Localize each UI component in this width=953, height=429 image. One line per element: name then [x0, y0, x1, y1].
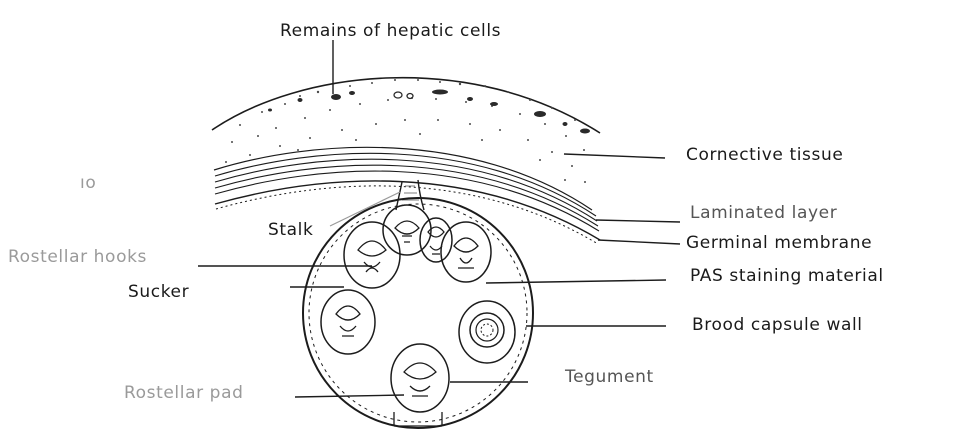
protoscolex-7 — [391, 344, 449, 412]
label-hepatic-cells: Remains of hepatic cells — [280, 21, 501, 41]
label-rostellar-hooks: Rostellar hooks — [8, 247, 147, 267]
leader-rostellar-pad — [295, 395, 404, 397]
label-pas-material: PAS staining material — [690, 266, 884, 286]
protoscolex-3 — [420, 218, 452, 262]
leader-stalk — [330, 192, 400, 226]
protoscolex-5 — [321, 290, 375, 354]
capsule-base — [394, 412, 442, 426]
label-brood-capsule-wall: Brood capsule wall — [692, 315, 863, 335]
connective-tissue-band — [212, 78, 600, 210]
stray-mark: ıo — [80, 173, 96, 193]
label-connective-tissue: Cornective tissue — [686, 145, 843, 165]
leader-connective-tissue — [564, 154, 665, 158]
label-germinal-membrane: Germinal membrane — [686, 233, 872, 253]
protoscolex-6 — [459, 301, 515, 363]
protoscolex-4 — [441, 222, 491, 282]
label-stalk: Stalk — [268, 220, 313, 240]
label-laminated-layer: Laminated layer — [690, 203, 837, 223]
label-sucker: Sucker — [128, 282, 189, 302]
hepatic-cell-remains — [268, 90, 590, 134]
leader-pas-material — [486, 280, 666, 283]
leader-germinal-membrane — [598, 240, 680, 244]
label-tegument: Tegument — [564, 367, 654, 387]
protoscolex-1 — [344, 222, 400, 288]
label-rostellar-pad: Rostellar pad — [124, 383, 244, 403]
leader-laminated-layer — [596, 220, 680, 222]
